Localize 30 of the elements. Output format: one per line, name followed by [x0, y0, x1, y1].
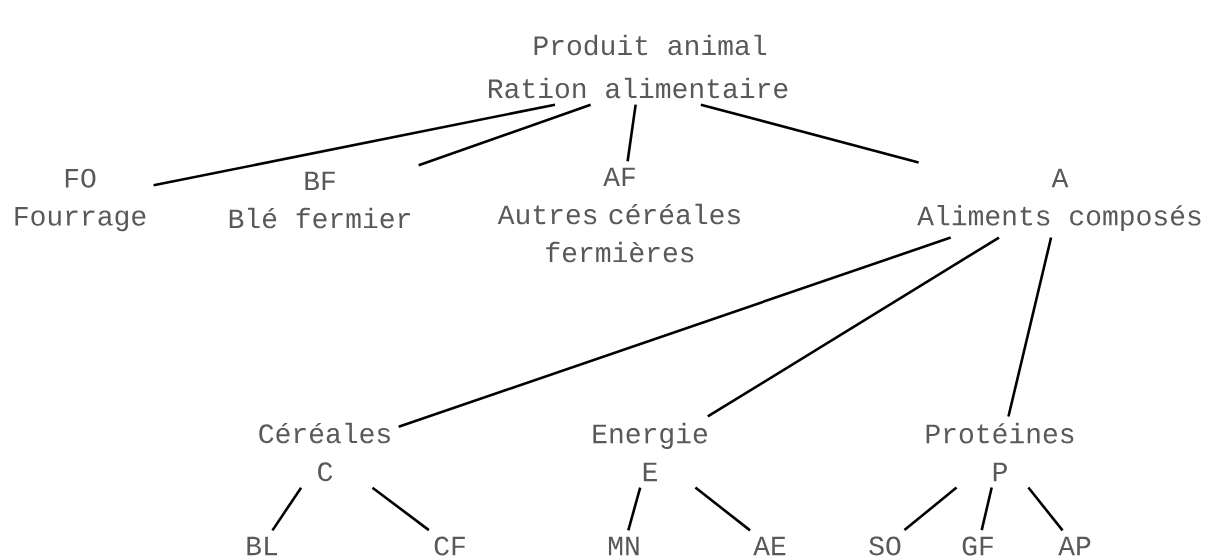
node-label: Céréales C — [259, 422, 390, 482]
connector-line — [398, 236, 952, 429]
node-label: AE — [753, 536, 786, 556]
node-label: FO Fourrage — [15, 168, 146, 232]
node-label: Ration alimentaire — [489, 77, 788, 99]
node-label: MN — [608, 536, 639, 556]
connector-line — [153, 103, 556, 187]
node-label: CF — [434, 536, 465, 556]
connector-line — [903, 486, 958, 532]
title: Produit animal — [534, 34, 767, 56]
connector-line — [1027, 486, 1064, 532]
connector-line — [694, 486, 751, 532]
connector-line — [418, 103, 592, 167]
connector-line — [626, 104, 637, 162]
node-label: BL — [247, 536, 278, 556]
node-label: AP — [1058, 536, 1091, 556]
node-label: Energie E — [593, 422, 707, 482]
connector-line — [980, 487, 993, 531]
node-label: SO — [869, 536, 901, 556]
node-label: A Aliments composés — [917, 168, 1201, 232]
connector-line — [707, 236, 1000, 418]
connector-line — [1007, 237, 1053, 417]
node-label: Protéines P — [926, 422, 1074, 482]
node-label: GF — [962, 536, 993, 556]
connector-line — [271, 486, 303, 532]
node-label: AF Autres céréales fermières — [497, 167, 740, 263]
connector-line — [371, 486, 430, 532]
connector-line — [700, 103, 919, 164]
connector-line — [627, 487, 642, 531]
node-label: BF Blé fermier — [229, 171, 410, 229]
